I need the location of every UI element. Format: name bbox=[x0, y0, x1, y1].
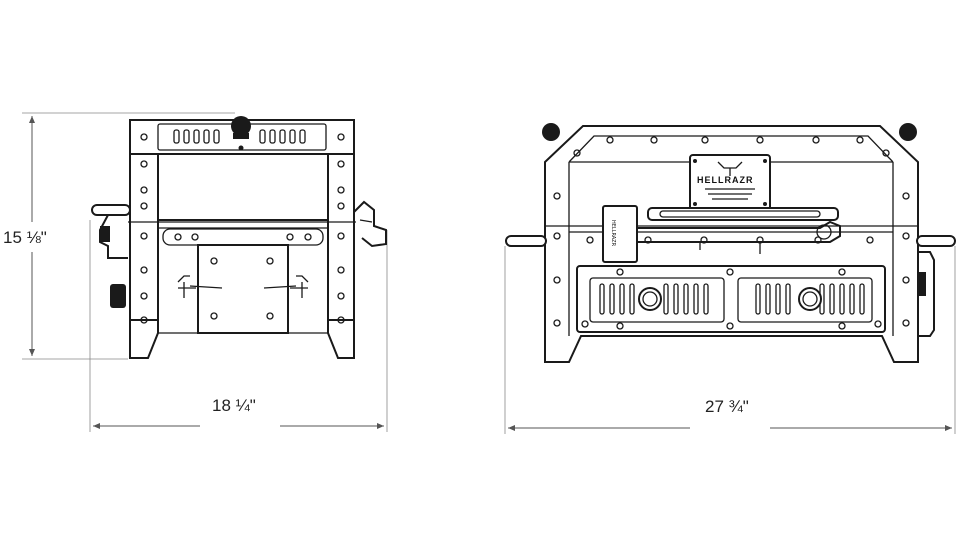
front-view: HELLRAZR HELLRAZR bbox=[504, 123, 956, 434]
side-top-knob bbox=[231, 116, 251, 151]
side-latches bbox=[177, 275, 309, 298]
side-right-leg bbox=[327, 319, 355, 359]
side-bolts bbox=[140, 133, 345, 324]
front-left-vent bbox=[589, 277, 725, 323]
front-width-label: 27 ¾" bbox=[705, 397, 749, 416]
brand-plate: HELLRAZR bbox=[689, 154, 771, 211]
side-right-column bbox=[327, 153, 355, 321]
side-width-label: 18 ¼" bbox=[212, 396, 256, 415]
front-right-vent bbox=[737, 277, 873, 323]
front-tool-handle: HELLRAZR bbox=[602, 205, 841, 263]
front-control-knobs bbox=[638, 287, 822, 311]
bull-logo-icon bbox=[717, 161, 743, 176]
side-bracket-bar bbox=[162, 228, 324, 246]
front-vent-panel bbox=[576, 265, 886, 333]
side-right-latch bbox=[353, 200, 387, 248]
side-left-handle bbox=[91, 204, 131, 308]
side-left-leg bbox=[129, 319, 159, 359]
side-height-label: 15 ⅛" bbox=[3, 228, 47, 247]
side-left-column bbox=[129, 153, 159, 321]
side-upper-body bbox=[157, 153, 329, 221]
side-mount-plate bbox=[197, 244, 289, 334]
front-vent-slots bbox=[599, 283, 865, 315]
side-left-knob bbox=[110, 284, 126, 308]
handle-brand-text: HELLRAZR bbox=[610, 220, 616, 247]
front-side-handles bbox=[505, 235, 956, 337]
front-corner-knobs bbox=[542, 123, 917, 141]
brand-plate-text: HELLRAZR bbox=[697, 175, 754, 185]
front-bolts bbox=[553, 136, 910, 330]
side-vent-slots bbox=[173, 129, 306, 144]
side-view: 15 ⅛" 18 ¼" bbox=[3, 112, 388, 432]
